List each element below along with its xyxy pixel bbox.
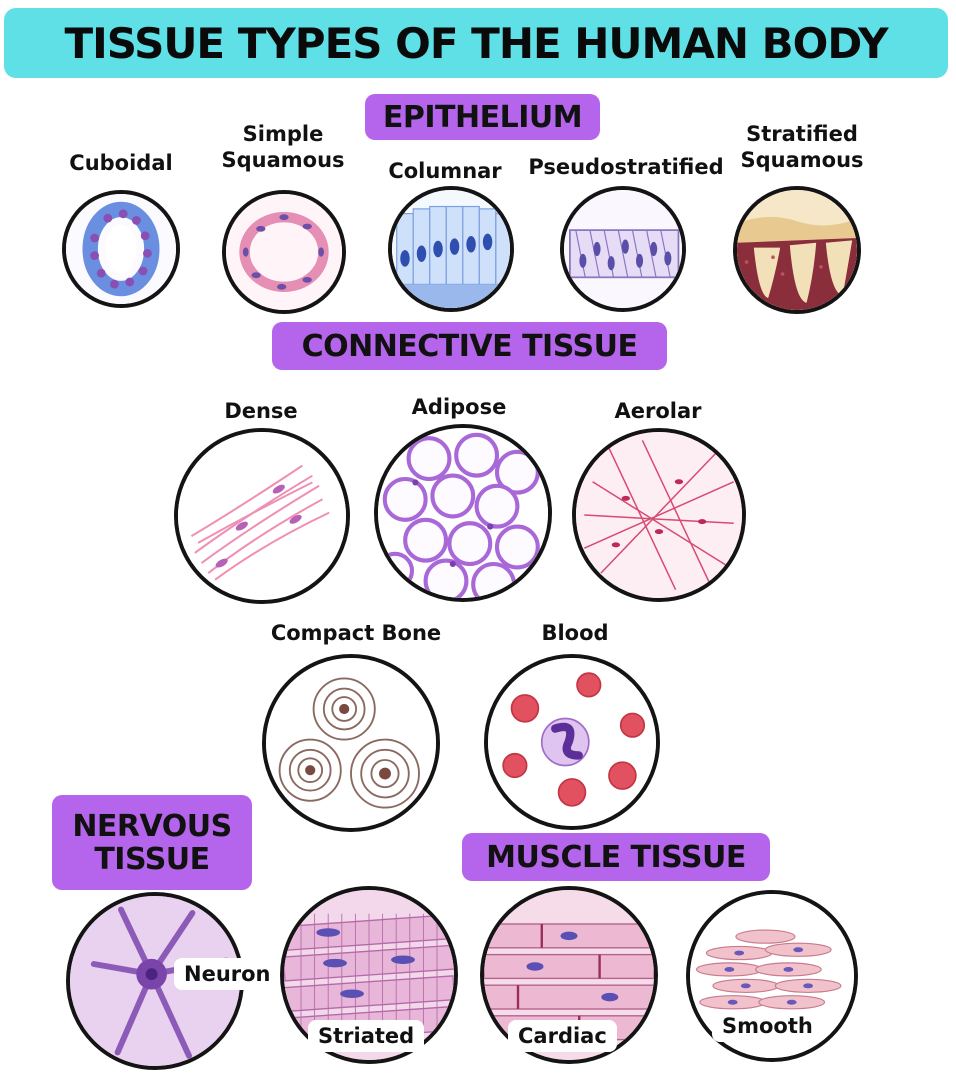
- title-banner: TISSUE TYPES OF THE HUMAN BODY: [4, 8, 948, 78]
- section-muscle-tissue: MUSCLE TISSUE: [462, 833, 770, 881]
- label-cardiac: Cardiac: [508, 1020, 617, 1052]
- section-nervous-line2: TISSUE: [94, 841, 210, 877]
- blood-tissue-image: [484, 654, 660, 830]
- label-pseudostratified: Pseudostratified: [528, 155, 724, 179]
- adipose-tissue-image: [374, 424, 552, 602]
- label-stratified-squamous-line2: Squamous: [740, 148, 864, 173]
- label-simple-squamous: Simple Squamous: [221, 121, 344, 174]
- label-columnar: Columnar: [388, 159, 502, 183]
- label-dense: Dense: [224, 399, 298, 423]
- aerolar-tissue-image: [572, 428, 746, 602]
- label-stratified-squamous: Stratified Squamous: [740, 121, 863, 174]
- pseudostratified-tissue-image: [560, 186, 686, 312]
- section-nervous-tissue: NERVOUS TISSUE: [52, 795, 252, 890]
- simple-squamous-tissue-image: [222, 190, 346, 314]
- label-blood: Blood: [541, 621, 609, 645]
- label-adipose: Adipose: [411, 395, 507, 419]
- label-compact-bone: Compact Bone: [270, 621, 442, 645]
- label-stratified-squamous-line1: Stratified: [746, 122, 858, 146]
- page-title: TISSUE TYPES OF THE HUMAN BODY: [64, 18, 888, 68]
- section-epithelium: EPITHELIUM: [365, 94, 600, 140]
- label-cuboidal: Cuboidal: [69, 151, 173, 175]
- dense-tissue-image: [174, 428, 350, 604]
- label-striated: Striated: [308, 1020, 425, 1052]
- label-aerolar: Aerolar: [614, 399, 702, 423]
- label-simple-squamous-line1: Simple: [242, 122, 324, 146]
- section-connective-tissue: CONNECTIVE TISSUE: [272, 322, 667, 370]
- label-simple-squamous-line2: Squamous: [221, 148, 345, 173]
- section-nervous-line1: NERVOUS: [72, 808, 232, 844]
- columnar-tissue-image: [388, 186, 514, 312]
- cuboidal-tissue-image: [62, 190, 180, 308]
- label-smooth: Smooth: [712, 1010, 823, 1042]
- stratified-squamous-tissue-image: [733, 186, 861, 314]
- compact-bone-tissue-image: [262, 654, 440, 832]
- label-neuron: Neuron: [174, 958, 281, 990]
